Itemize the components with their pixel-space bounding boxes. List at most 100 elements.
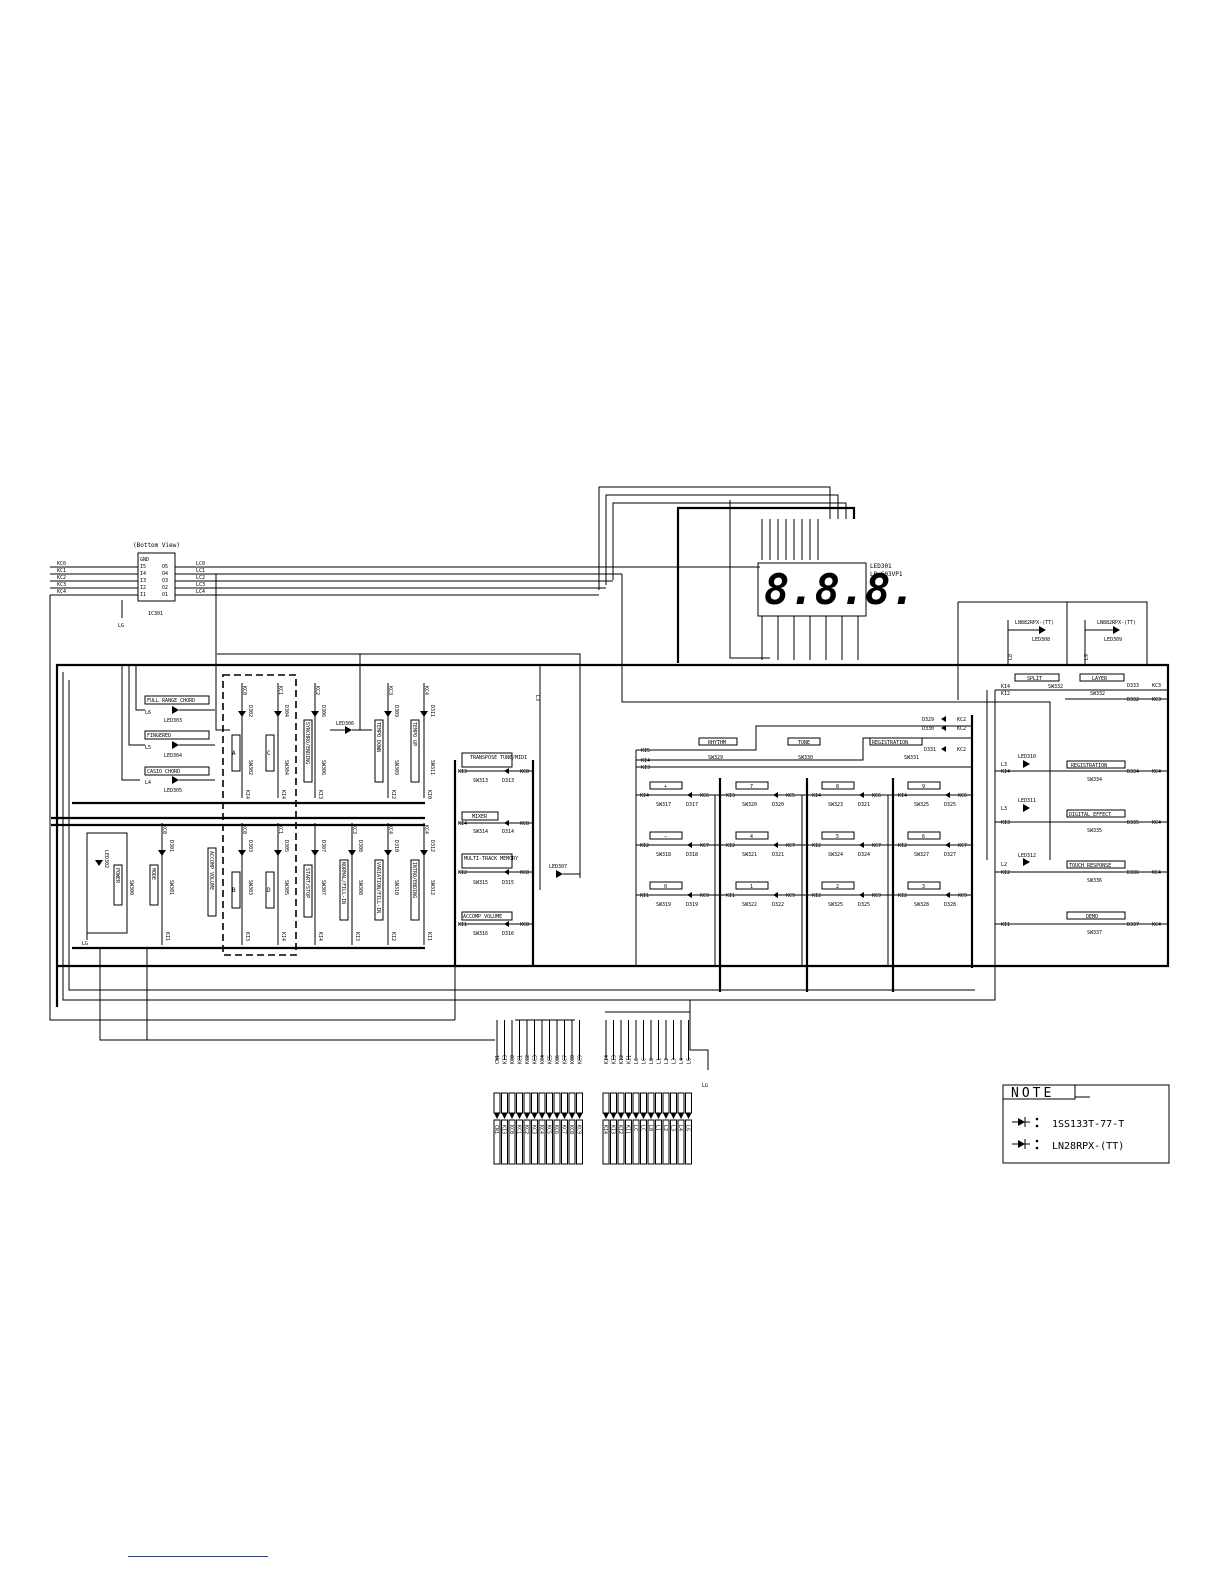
connector-right: KI4KI4KI3KI3KI2KI2KI1KI1LCLCLCLCL0L0L1L1… [602, 1020, 693, 1165]
cn-right-pin-label-4: KI1 [627, 1055, 633, 1064]
svg-text:LED303: LED303 [164, 718, 182, 724]
key-10-ki: KI1 [726, 893, 735, 899]
key-5-ref: SW318 [656, 852, 671, 858]
key-4-diode-symbol [945, 792, 950, 798]
svg-text:KI2: KI2 [458, 870, 467, 876]
cn-right-pin-label-7: L0 [649, 1058, 655, 1064]
key-1-ki: KI4 [640, 793, 649, 799]
cn-left-pin-label-10: KC7 [563, 1055, 569, 1064]
key-2-diode-symbol [773, 792, 778, 798]
buses [49, 595, 1170, 1060]
svg-text:LED311: LED311 [1018, 798, 1036, 804]
cn-left-pin-top-10 [561, 1092, 568, 1114]
svg-text:START/STOP: START/STOP [304, 868, 310, 898]
key-4-diode: D325 [944, 802, 956, 808]
key-4-label: 9 [922, 784, 925, 790]
svg-text:KC3: KC3 [1152, 697, 1161, 703]
cn-left-pin-arrow-2 [501, 1113, 508, 1119]
cn-right-pin-arrow-3 [618, 1113, 624, 1119]
key-8-diode: D327 [944, 852, 956, 858]
cn-left-pin-label-6: KC3 [533, 1055, 539, 1064]
note-led-symbol [1012, 1139, 1039, 1150]
cn-right-pin-arrow-1 [603, 1113, 609, 1119]
cn-right-pin-label-11: L4 [679, 1058, 685, 1064]
svg-text:L5: L5 [145, 745, 151, 751]
svg-text:KC3: KC3 [387, 686, 393, 695]
svg-text:ACCOMP VOLUME: ACCOMP VOLUME [208, 851, 214, 890]
svg-text:LED302: LED302 [103, 850, 109, 868]
svg-text:TEMPO UP: TEMPO UP [411, 722, 417, 746]
cn-left-pin-label-11: KC8 [570, 1055, 576, 1064]
svg-text:D315: D315 [502, 880, 514, 886]
svg-text:KC0: KC0 [57, 561, 66, 567]
svg-text:KI2: KI2 [1001, 870, 1010, 876]
cn-right-pin-label-5: LC [634, 1058, 640, 1064]
led308: LN882RPX-(TT) LED308 L8 [1008, 620, 1054, 660]
key-3-diode: D321 [858, 802, 870, 808]
svg-text:LC3: LC3 [196, 582, 205, 588]
key-12-ki: KI2 [898, 893, 907, 899]
key-5-ki: KI2 [640, 843, 649, 849]
cn-left-pin-text-1: CN1 [493, 1125, 499, 1134]
key-2-ki: KI3 [726, 793, 735, 799]
switch-c: C SW304 D304 KC1 KI4 [265, 683, 289, 799]
cn-left-pin-text-11: KC8 [568, 1125, 574, 1134]
switch-a: A SW302 D302 KC0 KI4 [231, 683, 253, 799]
svg-text:O1: O1 [162, 592, 168, 598]
svg-text:SW336: SW336 [1087, 878, 1102, 884]
cn-right-pin-body-8 [655, 1119, 662, 1165]
svg-text:POWER: POWER [114, 868, 120, 884]
cn-right-pin-arrow-5 [633, 1113, 639, 1119]
svg-text:LED306: LED306 [336, 721, 354, 727]
cn-left-pin-text-10: KC7 [561, 1125, 567, 1134]
cn-right-pin-arrow-4 [625, 1113, 632, 1119]
svg-text:KI2: KI2 [390, 790, 396, 799]
key-4-cap [907, 781, 941, 790]
svg-text:KI3: KI3 [458, 769, 467, 775]
key-12-label: 3 [922, 884, 925, 890]
svg-text:O3: O3 [162, 578, 168, 584]
cn-left-pin-top-3 [508, 1092, 516, 1114]
cn-left-pin-arrow-8 [546, 1113, 553, 1119]
left-led-group: FULL RANGE CHORD L6 LED303 FINGERED L5 L… [144, 695, 215, 794]
key-11-cap [821, 881, 855, 890]
svg-text:D: D [267, 887, 271, 894]
key-10-label: 1 [750, 884, 753, 890]
cn-left-pin-text-8: KC5 [546, 1125, 552, 1134]
cn-right-pin-top-4 [625, 1092, 632, 1114]
switch-accomp-volume: ACCOMP VOLUME KI1 SW316 D316 KC8 [458, 911, 533, 937]
switch-variation-fill-in: VARIATION/FILL-IN SW310 D310 KC4 KI2 [374, 823, 399, 945]
key-6-kc: KC7 [786, 843, 795, 849]
svg-text:KI4: KI4 [317, 932, 323, 941]
cn-right-pin-body-7 [647, 1119, 655, 1165]
key-8-label: 6 [922, 834, 925, 840]
cn-right-pin-text-9: L2 [662, 1125, 668, 1131]
svg-text:KC2: KC2 [957, 747, 966, 753]
svg-text:KC2: KC2 [57, 575, 66, 581]
cn-left-pin-top-1 [493, 1092, 501, 1114]
key-11-diode-symbol [859, 892, 864, 898]
svg-text:LC2: LC2 [196, 575, 205, 581]
svg-text:LED308: LED308 [1032, 637, 1050, 643]
svg-text:SYNCHRO/ENDING: SYNCHRO/ENDING [304, 722, 310, 764]
svg-text:LAYER: LAYER [1092, 676, 1108, 682]
key-6-ki: KI2 [726, 843, 735, 849]
svg-text:D310: D310 [393, 840, 399, 852]
key-5-kc: KC7 [700, 843, 709, 849]
svg-text:LG: LG [702, 1083, 708, 1089]
svg-text:SW308: SW308 [357, 880, 363, 895]
key-3-diode-symbol [859, 792, 864, 798]
svg-text:KC4: KC4 [57, 589, 66, 595]
svg-text:SW306: SW306 [320, 760, 326, 775]
key-1-kc: KC6 [700, 793, 709, 799]
cn-right-pin-label-3: KI2 [619, 1055, 625, 1064]
svg-text:KI4: KI4 [244, 790, 250, 799]
switch-mode: MODE SW301 D301 KC0 KI1 [149, 823, 174, 945]
note-diode-symbol [1012, 1117, 1039, 1128]
svg-text:KI4: KI4 [280, 790, 286, 799]
svg-text:SW335: SW335 [1087, 828, 1102, 834]
cn-right-pin-label-9: L2 [664, 1058, 670, 1064]
key-5-diode: D318 [686, 852, 698, 858]
svg-text:KC4: KC4 [1152, 820, 1161, 826]
switch-rhythm: RHYTHM SW329 [698, 737, 738, 761]
